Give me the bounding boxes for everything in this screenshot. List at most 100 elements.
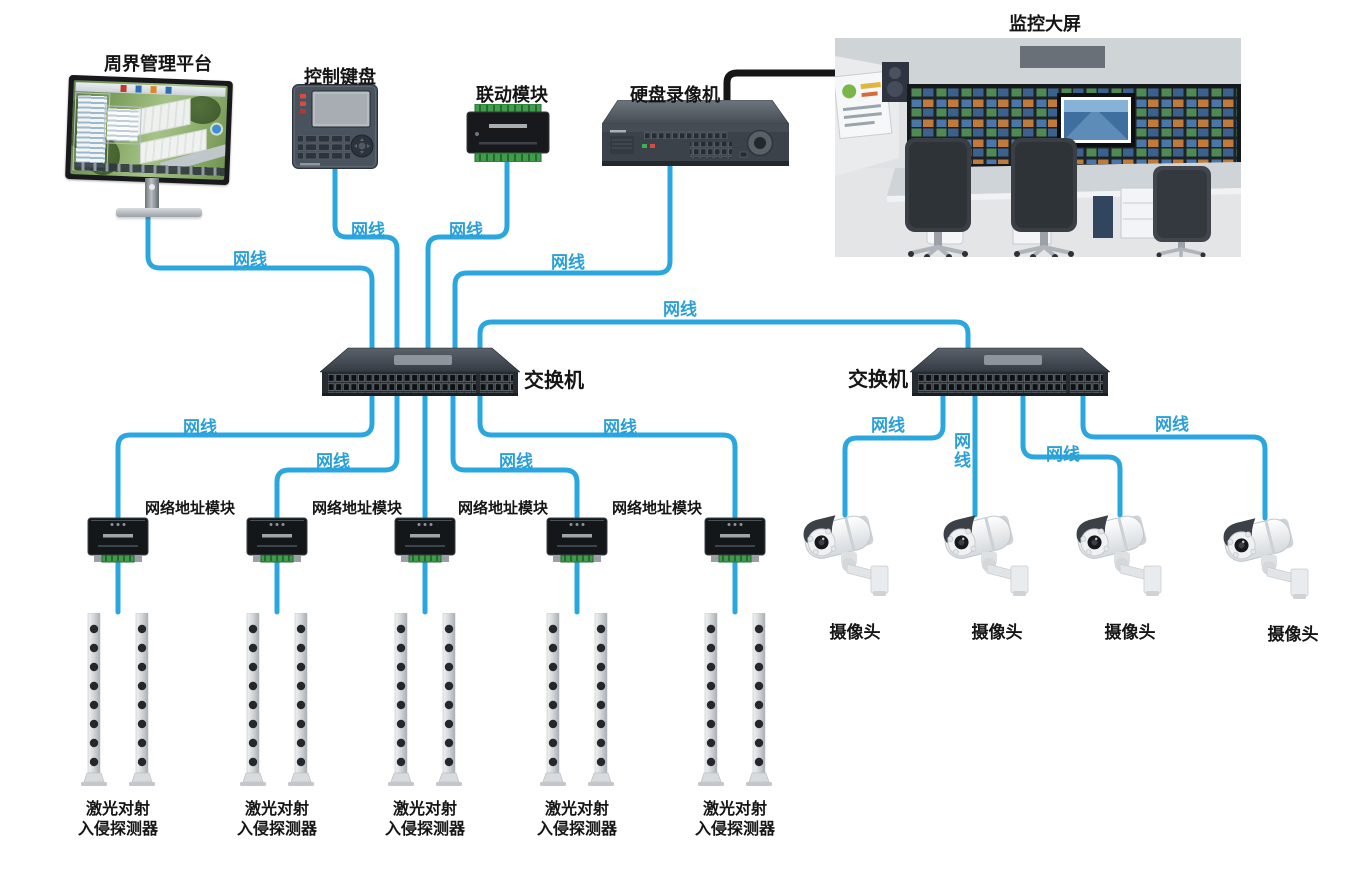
cable-label: 网线 — [1046, 445, 1080, 464]
video-wall-label: 监控大屏 — [1009, 14, 1081, 34]
cable-switch-module4 — [450, 389, 580, 525]
software-status-bar — [71, 159, 228, 179]
switch-left — [319, 346, 521, 403]
monitor-stand — [145, 178, 159, 210]
camera-icon — [1219, 510, 1309, 600]
laser-label-2: 激光对射入侵探测器 — [236, 801, 318, 838]
address-module-icon — [546, 517, 608, 563]
control-keyboard-icon — [292, 84, 378, 169]
address-module-label-4: 网络地址模块 — [612, 500, 703, 517]
laser-detector-icon — [685, 613, 785, 793]
laser-detector-pair-1 — [68, 613, 168, 798]
camera-label-4: 摄像头 — [1267, 625, 1319, 644]
camera-1 — [799, 502, 895, 607]
camera-label-3: 摄像头 — [1104, 623, 1156, 642]
cable-switch-module5 — [477, 389, 738, 525]
control-keyboard — [292, 84, 378, 175]
address-module-3 — [393, 514, 457, 569]
laser-detector-icon — [375, 613, 475, 793]
software-logo — [212, 124, 222, 135]
toolbar-icon — [150, 86, 157, 94]
switch-left-label: 交换机 — [524, 370, 584, 392]
control-room-illustration — [833, 38, 1241, 260]
camera-3 — [1072, 502, 1168, 607]
laser-label-5: 激光对射入侵探测器 — [694, 801, 776, 838]
toolbar-icon — [120, 85, 127, 92]
dvr-icon — [601, 99, 790, 166]
linkage-module-icon — [466, 103, 550, 163]
laser-detector-icon — [68, 613, 168, 793]
address-module-4 — [545, 514, 609, 569]
cable-linkage-switch — [425, 153, 510, 355]
address-module-icon — [87, 517, 149, 563]
cable-switch-camera3 — [1020, 391, 1123, 518]
cable-label: 网线 — [663, 300, 697, 319]
cable-switch-switch — [477, 319, 971, 355]
dvr-device — [601, 99, 790, 171]
switch-right-label: 交换机 — [848, 369, 908, 391]
cable-label: 网线 — [551, 253, 585, 272]
camera-2 — [939, 502, 1035, 607]
laser-detector-icon — [227, 613, 327, 793]
camera-4 — [1219, 505, 1315, 610]
switch-icon — [319, 347, 521, 397]
laser-detector-pair-3 — [375, 613, 475, 798]
laser-label-3: 激光对射入侵探测器 — [384, 801, 466, 838]
address-module-label-1: 网络地址模块 — [145, 500, 236, 517]
office-chairs — [905, 138, 1211, 260]
cable-switch-module2 — [274, 389, 400, 525]
cable-label: 网线 — [499, 452, 533, 471]
address-module-label-3: 网络地址模块 — [458, 500, 549, 517]
cable-switch-camera1 — [842, 391, 946, 518]
camera-icon — [799, 507, 889, 597]
address-module-icon — [704, 517, 766, 563]
laser-detector-pair-2 — [227, 613, 327, 798]
address-module-icon — [246, 517, 308, 563]
laser-detector-pair-5 — [685, 613, 785, 798]
dvr-label: 硬盘录像机 — [630, 85, 720, 105]
cable-label-vertical: 网线 — [951, 432, 970, 470]
cable-label: 网线 — [603, 418, 637, 437]
laser-detector-pair-4 — [527, 613, 627, 798]
video-wall-photo — [833, 38, 1241, 260]
switch-icon — [909, 347, 1111, 397]
cable-switch-module1 — [115, 389, 375, 525]
cable-label: 网线 — [351, 221, 385, 240]
monitor-base — [116, 208, 202, 217]
laser-label-1: 激光对射入侵探测器 — [77, 801, 159, 838]
cable-keyboard-switch — [332, 165, 400, 355]
camera-icon — [1072, 507, 1162, 597]
laser-detector-icon — [527, 613, 627, 793]
cable-platform-switch — [145, 215, 375, 355]
monitor-bezel — [65, 74, 233, 186]
address-module-1 — [86, 514, 150, 569]
laser-label-4: 激光对射入侵探测器 — [536, 801, 618, 838]
cable-label: 网线 — [233, 250, 267, 269]
address-module-label-2: 网络地址模块 — [312, 500, 403, 517]
software-context-menu — [103, 105, 142, 146]
cable-dvr-videowall — [723, 69, 844, 108]
cable-label: 网线 — [1155, 415, 1189, 434]
cable-switch-camera4 — [1080, 391, 1268, 521]
monitor-screen — [70, 80, 228, 180]
cable-dvr-switch — [452, 157, 673, 355]
keyboard-label: 控制键盘 — [304, 67, 376, 87]
monitor-stand-hole — [149, 184, 155, 190]
camera-label-2: 摄像头 — [971, 623, 1023, 642]
linkage-module-device — [465, 103, 551, 167]
cable-label: 网线 — [871, 416, 905, 435]
switch-right — [909, 346, 1111, 403]
address-module-2 — [245, 514, 309, 569]
platform-monitor — [64, 72, 240, 224]
address-module-5 — [703, 514, 767, 569]
toolbar-icon — [165, 86, 172, 94]
platform-label: 周界管理平台 — [104, 54, 212, 74]
cable-label: 网线 — [449, 221, 483, 240]
camera-label-1: 摄像头 — [829, 623, 881, 642]
cable-label: 网线 — [316, 452, 350, 471]
toolbar-icon — [135, 85, 142, 93]
linkage-label: 联动模块 — [476, 85, 548, 105]
cable-label: 网线 — [183, 418, 217, 437]
